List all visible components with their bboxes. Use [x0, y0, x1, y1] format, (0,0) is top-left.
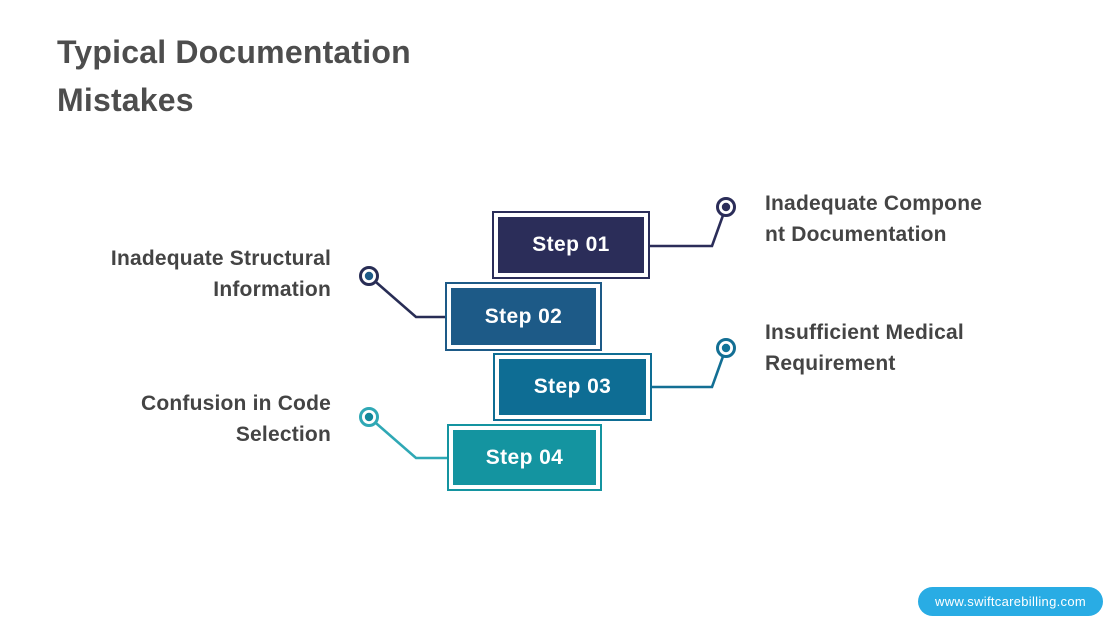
connector-node-dot-step-03 [721, 343, 731, 353]
step-02-label: Step 02 [484, 304, 563, 328]
annotation-step-04-line1: Confusion in Code [140, 392, 331, 415]
step-01-label: Step 01 [532, 233, 610, 256]
connector-node-dot-step-04 [364, 412, 374, 422]
step-02-box: Step 02 [445, 282, 602, 351]
connector-node-dot-step-01 [721, 202, 731, 212]
step-01-box: Step 01 [492, 211, 650, 279]
annotation-step-02-line2: Information [213, 278, 331, 301]
annotation-step-03-line2: Requirement [765, 352, 896, 375]
annotation-step-01: Inadequate Compone nt Documentation [765, 188, 982, 250]
annotation-step-01-line1: Inadequate Compone [765, 192, 983, 215]
connector-line-step-04 [368, 416, 449, 460]
connector-step-02 [359, 266, 447, 319]
page-title: Typical Documentation Mistakes [57, 28, 411, 124]
website-url: www.swiftcarebilling.com [935, 594, 1086, 609]
connector-node-dot-step-02 [364, 271, 374, 281]
annotation-step-04: Confusion in Code Selection [141, 388, 331, 450]
annotation-step-02-line1: Inadequate Structural [110, 247, 331, 270]
connector-step-04 [359, 407, 449, 460]
connector-line-step-03 [652, 347, 728, 389]
page-title-line2: Mistakes [57, 82, 194, 118]
annotation-step-04-line2: Selection [235, 423, 331, 446]
step-03-label: Step 03 [533, 375, 612, 398]
annotation-step-03: Insufficient Medical Requirement [765, 317, 964, 379]
website-pill[interactable]: www.swiftcarebilling.com [918, 587, 1103, 616]
page-title-line1: Typical Documentation [57, 34, 411, 70]
connector-step-03 [652, 338, 736, 389]
annotation-step-02: Inadequate Structural Information [111, 243, 331, 305]
annotation-step-03-line1: Insufficient Medical [765, 321, 964, 344]
connector-line-step-02 [368, 275, 447, 319]
connector-line-step-01 [650, 206, 728, 248]
step-03-box: Step 03 [493, 353, 652, 421]
connector-step-01 [650, 197, 736, 248]
step-04-label: Step 04 [485, 445, 564, 469]
annotation-step-01-line2: nt Documentation [765, 223, 947, 246]
step-04-box: Step 04 [447, 424, 602, 491]
